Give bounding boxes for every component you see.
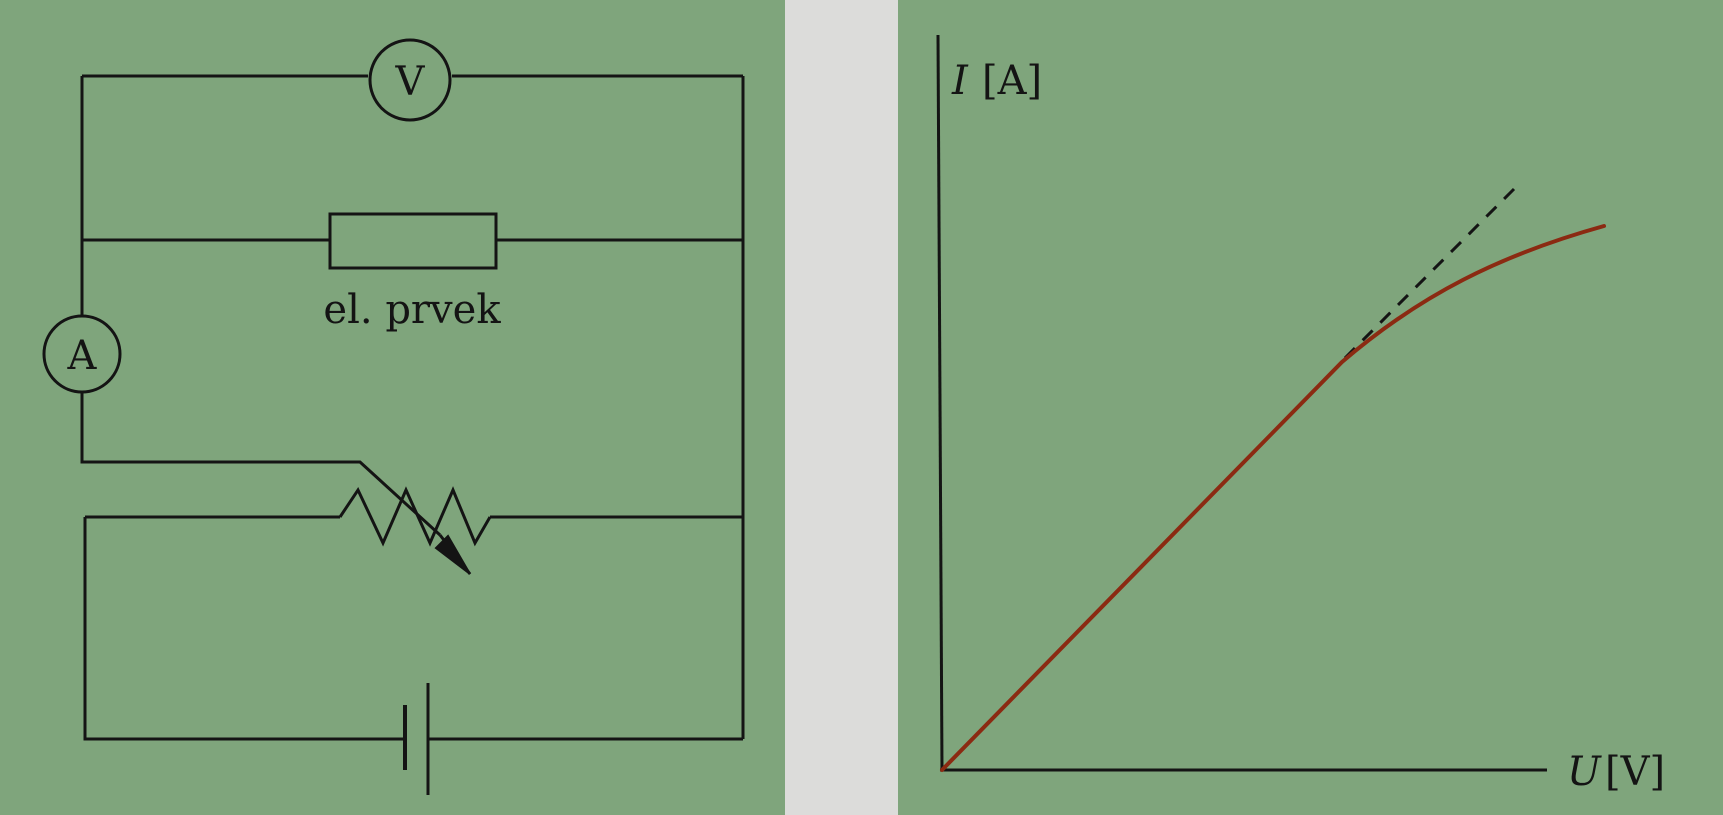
y-axis-symbol: I: [951, 58, 969, 104]
electrical-element: [328, 212, 498, 270]
rheostat-slider-line: [438, 534, 472, 575]
rheostat-resistor: [338, 486, 492, 547]
wire-left-lower: [80, 390, 442, 537]
iv-characteristic-curve: [940, 224, 1606, 772]
voltmeter-symbol: [368, 38, 452, 122]
y-axis-unit: [A]: [982, 58, 1042, 104]
ammeter-letter: A: [67, 333, 98, 379]
y-axis: [936, 34, 944, 771]
wire-bottom-left: [83, 517, 405, 741]
linear-extrapolation-dashed: [1343, 186, 1517, 360]
element-label: el. prvek: [323, 287, 501, 333]
voltmeter-letter: V: [395, 59, 426, 105]
x-axis-symbol: U: [1567, 749, 1602, 795]
circuit-panel: [0, 0, 785, 815]
x-axis-unit: [V]: [1605, 749, 1665, 795]
panel-separator: [785, 0, 898, 815]
ammeter-symbol: [42, 314, 122, 394]
graph-panel: [898, 0, 1723, 815]
